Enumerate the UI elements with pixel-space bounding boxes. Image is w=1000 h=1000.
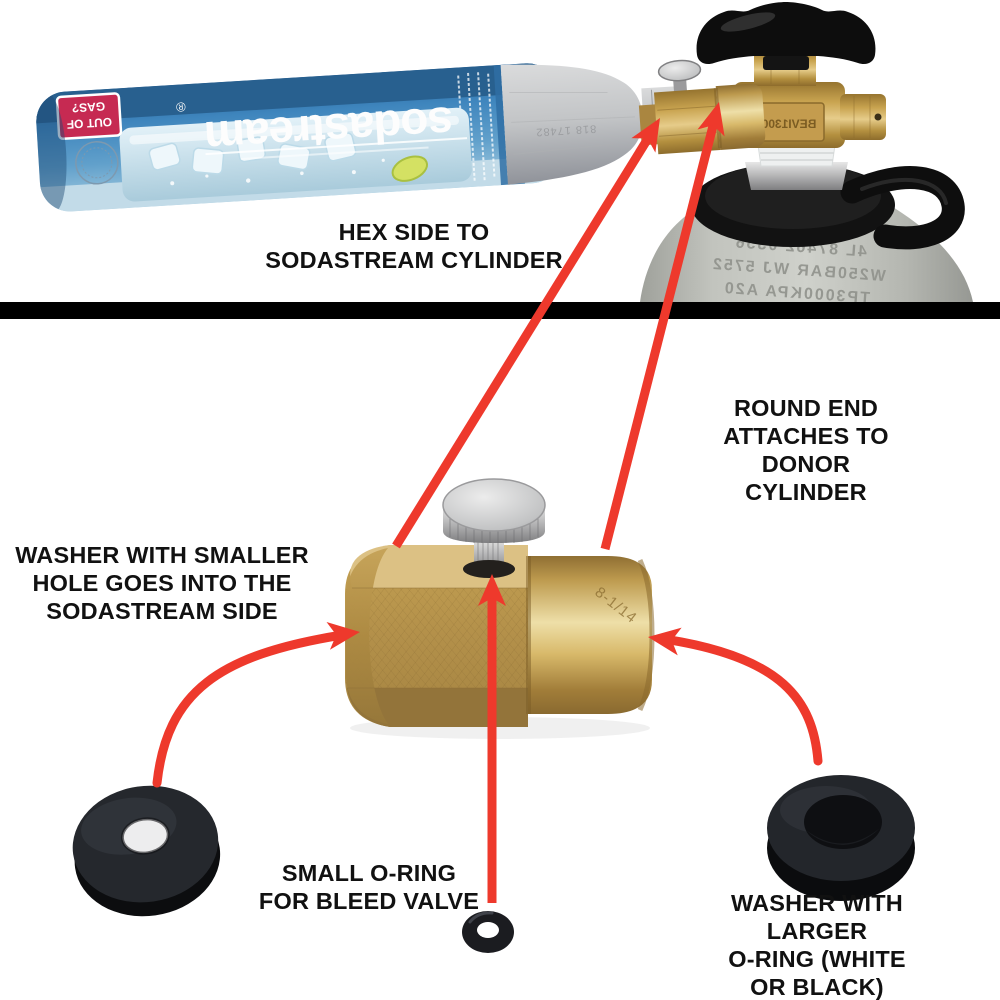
label-washer-larger: WASHER WITH LARGER O-RING (WHITE OR BLAC… xyxy=(728,890,906,1000)
arrow-hex-to-assembly xyxy=(392,118,660,549)
hex-end-face xyxy=(346,548,388,724)
label-small-oring: SMALL O-RING FOR BLEED VALVE xyxy=(258,860,480,914)
bleed-valve-oring-seat xyxy=(463,560,515,578)
bleed-valve-thumbscrew xyxy=(442,478,546,578)
washer-large-hole-innerwall xyxy=(806,828,880,845)
hex-mid-face-texture2 xyxy=(346,588,528,688)
arrow-oring-to-bleed-valve xyxy=(478,574,506,903)
adapter-connection-photo xyxy=(638,59,766,155)
neck-stamp-text: 818 17482 xyxy=(535,122,597,138)
cylinder-silver-section xyxy=(500,64,644,185)
washer-large-hole xyxy=(804,795,882,849)
lime-wedge xyxy=(391,155,429,182)
out-of-gas-badge: OUT OF GAS? xyxy=(55,92,123,141)
carry-handle-highlight xyxy=(860,177,948,205)
arrow-washer-large-to-round xyxy=(648,627,823,766)
washer-small-hole xyxy=(122,818,169,854)
logo-registered-mark: ® xyxy=(175,99,186,115)
valve-right-port-facets xyxy=(853,96,871,138)
divider-band xyxy=(0,302,1000,319)
small-oring xyxy=(462,911,514,953)
label-top-band xyxy=(34,61,558,124)
handwheel-gloss xyxy=(720,12,776,32)
bubbles xyxy=(170,158,385,186)
label-art: sodastream ® OUT OF GAS? xyxy=(34,61,563,214)
sodastream-cylinder-photo: sodastream ® OUT OF GAS? 818 17482 xyxy=(34,61,681,214)
hex-face-edges xyxy=(347,587,528,689)
oring-hole xyxy=(477,922,499,938)
adapter-round-body xyxy=(528,556,652,714)
bottom-adapter-photo: 8-1/14 xyxy=(345,478,655,739)
circular-seal xyxy=(75,141,119,185)
arrow-washer-small-to-hex xyxy=(152,622,360,788)
badge-text-line1: OUT OF xyxy=(66,115,112,132)
washer-larger-hole xyxy=(767,775,915,901)
washer-smaller-hole xyxy=(72,785,221,917)
valve-stamp-text: BEVI1300 xyxy=(761,117,816,131)
label-left-shade xyxy=(34,92,67,213)
valve-metal-collar xyxy=(745,162,848,190)
valve-handwheel xyxy=(696,2,876,65)
annotation-arrows xyxy=(152,102,823,903)
valve-outlet-hole xyxy=(874,113,882,121)
label-washer-smaller: WASHER WITH SMALLER HOLE GOES INTO THE S… xyxy=(15,542,309,624)
thumbscrew-cap-top xyxy=(442,478,546,532)
bleed-screw-cap-top xyxy=(657,59,702,82)
handwheel-hub xyxy=(763,56,809,70)
label-round-end: ROUND END ATTACHES TO DONOR CYLINDER xyxy=(723,395,889,505)
valve-right-port xyxy=(840,94,886,140)
arrow-round-to-assembly xyxy=(600,102,725,551)
adapter-round-side-top xyxy=(715,83,766,150)
round-right-edge xyxy=(637,558,655,712)
donor-cylinder-photo: 4L 87462 0356 W250BAR WJ 5752 TP3000KPA … xyxy=(640,2,973,307)
hex-bottom-face xyxy=(347,688,528,727)
logo-underline xyxy=(205,137,468,156)
silver-streaks xyxy=(509,91,636,155)
round-junction-shadow xyxy=(526,556,531,714)
label-hex-side: HEX SIDE TO SODASTREAM CYLINDER xyxy=(265,219,563,273)
adapter-hex-side-top xyxy=(653,88,721,155)
logo-subtext-line xyxy=(240,146,429,160)
badge-text-line2: GAS? xyxy=(71,99,105,115)
washer-small-hole-shadow xyxy=(120,817,170,855)
oring-highlight xyxy=(468,911,494,924)
